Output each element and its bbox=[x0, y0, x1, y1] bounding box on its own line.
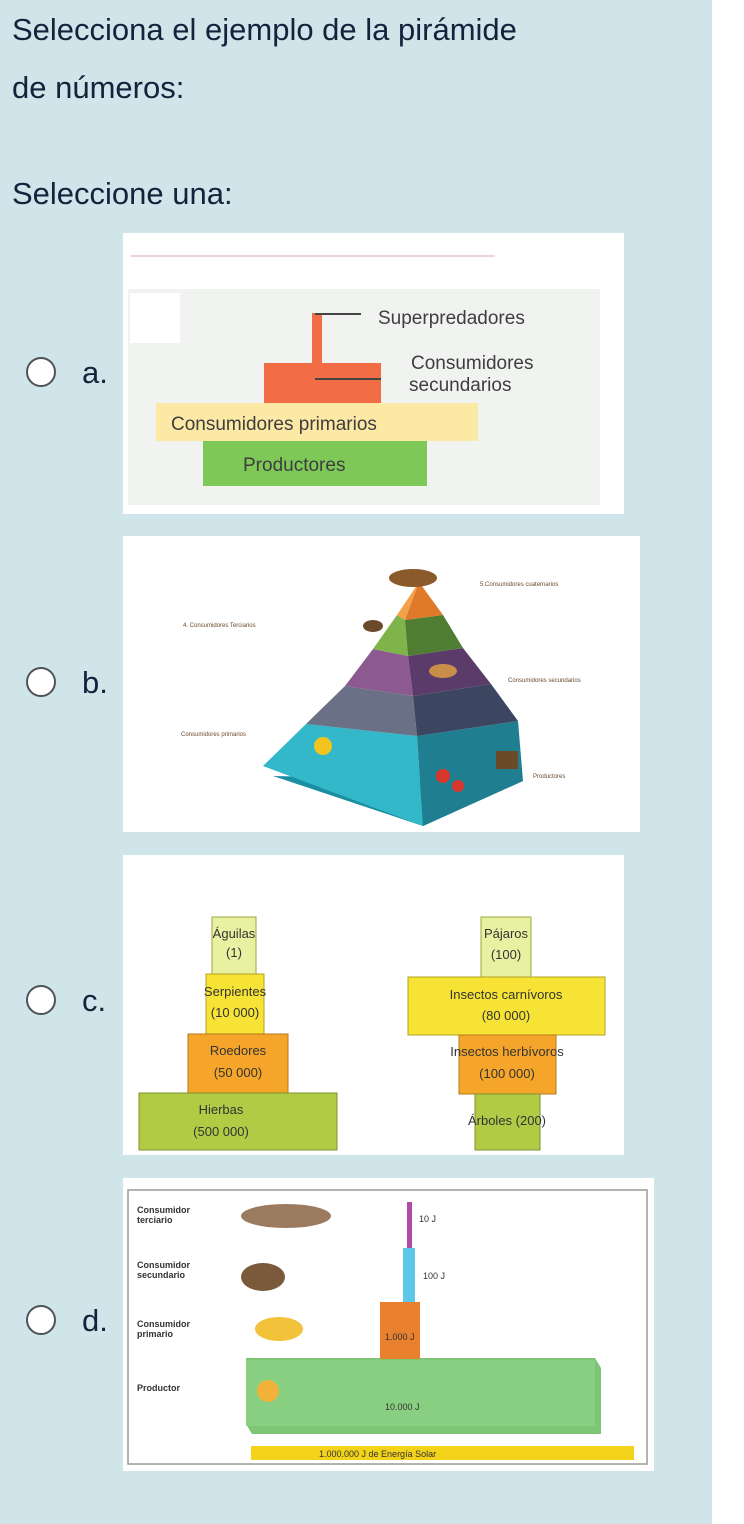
label-aguilas: Águilas bbox=[213, 926, 256, 941]
label-level-5: 5.Consumidores cuaternarios bbox=[480, 582, 558, 588]
option-c-image[interactable]: Águilas (1) Serpientes (10 000) Roedores… bbox=[123, 855, 624, 1155]
label-level-3: Consumidores secundarios bbox=[508, 678, 581, 684]
top-predators-layer bbox=[312, 313, 322, 363]
label-level-4: 4. Consumidores Terciarios bbox=[183, 623, 256, 629]
option-a-radio[interactable] bbox=[26, 357, 56, 387]
option-b-image[interactable]: 5.Consumidores cuaternarios 4. Consumido… bbox=[123, 536, 640, 832]
option-d-image[interactable]: Consumidor terciario Consumidor secundar… bbox=[123, 1178, 654, 1471]
label-superpredadores: Superpredadores bbox=[378, 308, 525, 329]
label-pajaros-count: (100) bbox=[491, 947, 521, 962]
option-d-radio[interactable] bbox=[26, 1305, 56, 1335]
option-a-image[interactable]: Superpredadores Consumidores secundarios… bbox=[123, 233, 624, 514]
label-consumidor-terciario-1: Consumidor bbox=[137, 1205, 190, 1215]
label-insectos-herbivoros: Insectos herbívoros bbox=[450, 1044, 564, 1059]
label-insectos-carnivoros-count: (80 000) bbox=[482, 1008, 530, 1023]
label-hierbas-count: (500 000) bbox=[193, 1124, 249, 1139]
label-100-j: 100 J bbox=[423, 1271, 445, 1281]
question-text-line-1: Selecciona el ejemplo de la pirámide bbox=[12, 12, 517, 47]
label-10000-j: 10.000 J bbox=[385, 1402, 420, 1412]
option-a-letter: a. bbox=[82, 355, 108, 390]
label-insectos-herbivoros-count: (100 000) bbox=[479, 1066, 535, 1081]
label-serpientes-count: (10 000) bbox=[211, 1005, 259, 1020]
label-consumidores-primarios: Consumidores primarios bbox=[171, 414, 377, 435]
label-hierbas: Hierbas bbox=[199, 1102, 244, 1117]
option-c-letter: c. bbox=[82, 983, 107, 1018]
label-aguilas-count: (1) bbox=[226, 945, 242, 960]
question-text-line-2: de números: bbox=[12, 70, 185, 105]
label-level-1: Productores bbox=[533, 774, 565, 780]
option-b-radio[interactable] bbox=[26, 667, 56, 697]
secondary-consumers-layer bbox=[264, 363, 381, 403]
label-1000-j: 1.000 J bbox=[385, 1332, 415, 1342]
primary-consumers-layer bbox=[156, 403, 478, 441]
label-consumidor-primario-1: Consumidor bbox=[137, 1319, 190, 1329]
label-consumidores: Consumidores bbox=[411, 353, 534, 374]
label-productor: Productor bbox=[137, 1383, 180, 1393]
label-consumidor-secundario-2: secundario bbox=[137, 1270, 186, 1280]
label-insectos-carnivoros: Insectos carnívoros bbox=[450, 987, 563, 1002]
option-b-letter: b. bbox=[82, 665, 108, 700]
option-c-radio[interactable] bbox=[26, 985, 56, 1015]
label-consumidor-terciario-2: terciario bbox=[137, 1215, 173, 1225]
label-consumidor-primario-2: primario bbox=[137, 1329, 174, 1339]
question-panel: Selecciona el ejemplo de la pirámide de … bbox=[0, 0, 712, 1524]
label-roedores: Roedores bbox=[210, 1043, 267, 1058]
label-10-j: 10 J bbox=[419, 1214, 436, 1224]
label-productores: Productores bbox=[243, 455, 345, 476]
producers-layer bbox=[203, 441, 427, 486]
option-d-letter: d. bbox=[82, 1303, 108, 1338]
label-serpientes: Serpientes bbox=[204, 984, 267, 999]
label-energia-solar: 1.000.000 J de Energía Solar bbox=[319, 1449, 436, 1459]
label-level-2: Consumidores primarios bbox=[181, 732, 246, 738]
label-arboles: Árboles (200) bbox=[468, 1113, 546, 1128]
label-secundarios: secundarios bbox=[409, 375, 511, 396]
select-one-label: Seleccione una: bbox=[12, 176, 233, 211]
label-consumidor-secundario-1: Consumidor bbox=[137, 1260, 190, 1270]
label-roedores-count: (50 000) bbox=[214, 1065, 262, 1080]
label-pajaros: Pájaros bbox=[484, 926, 529, 941]
